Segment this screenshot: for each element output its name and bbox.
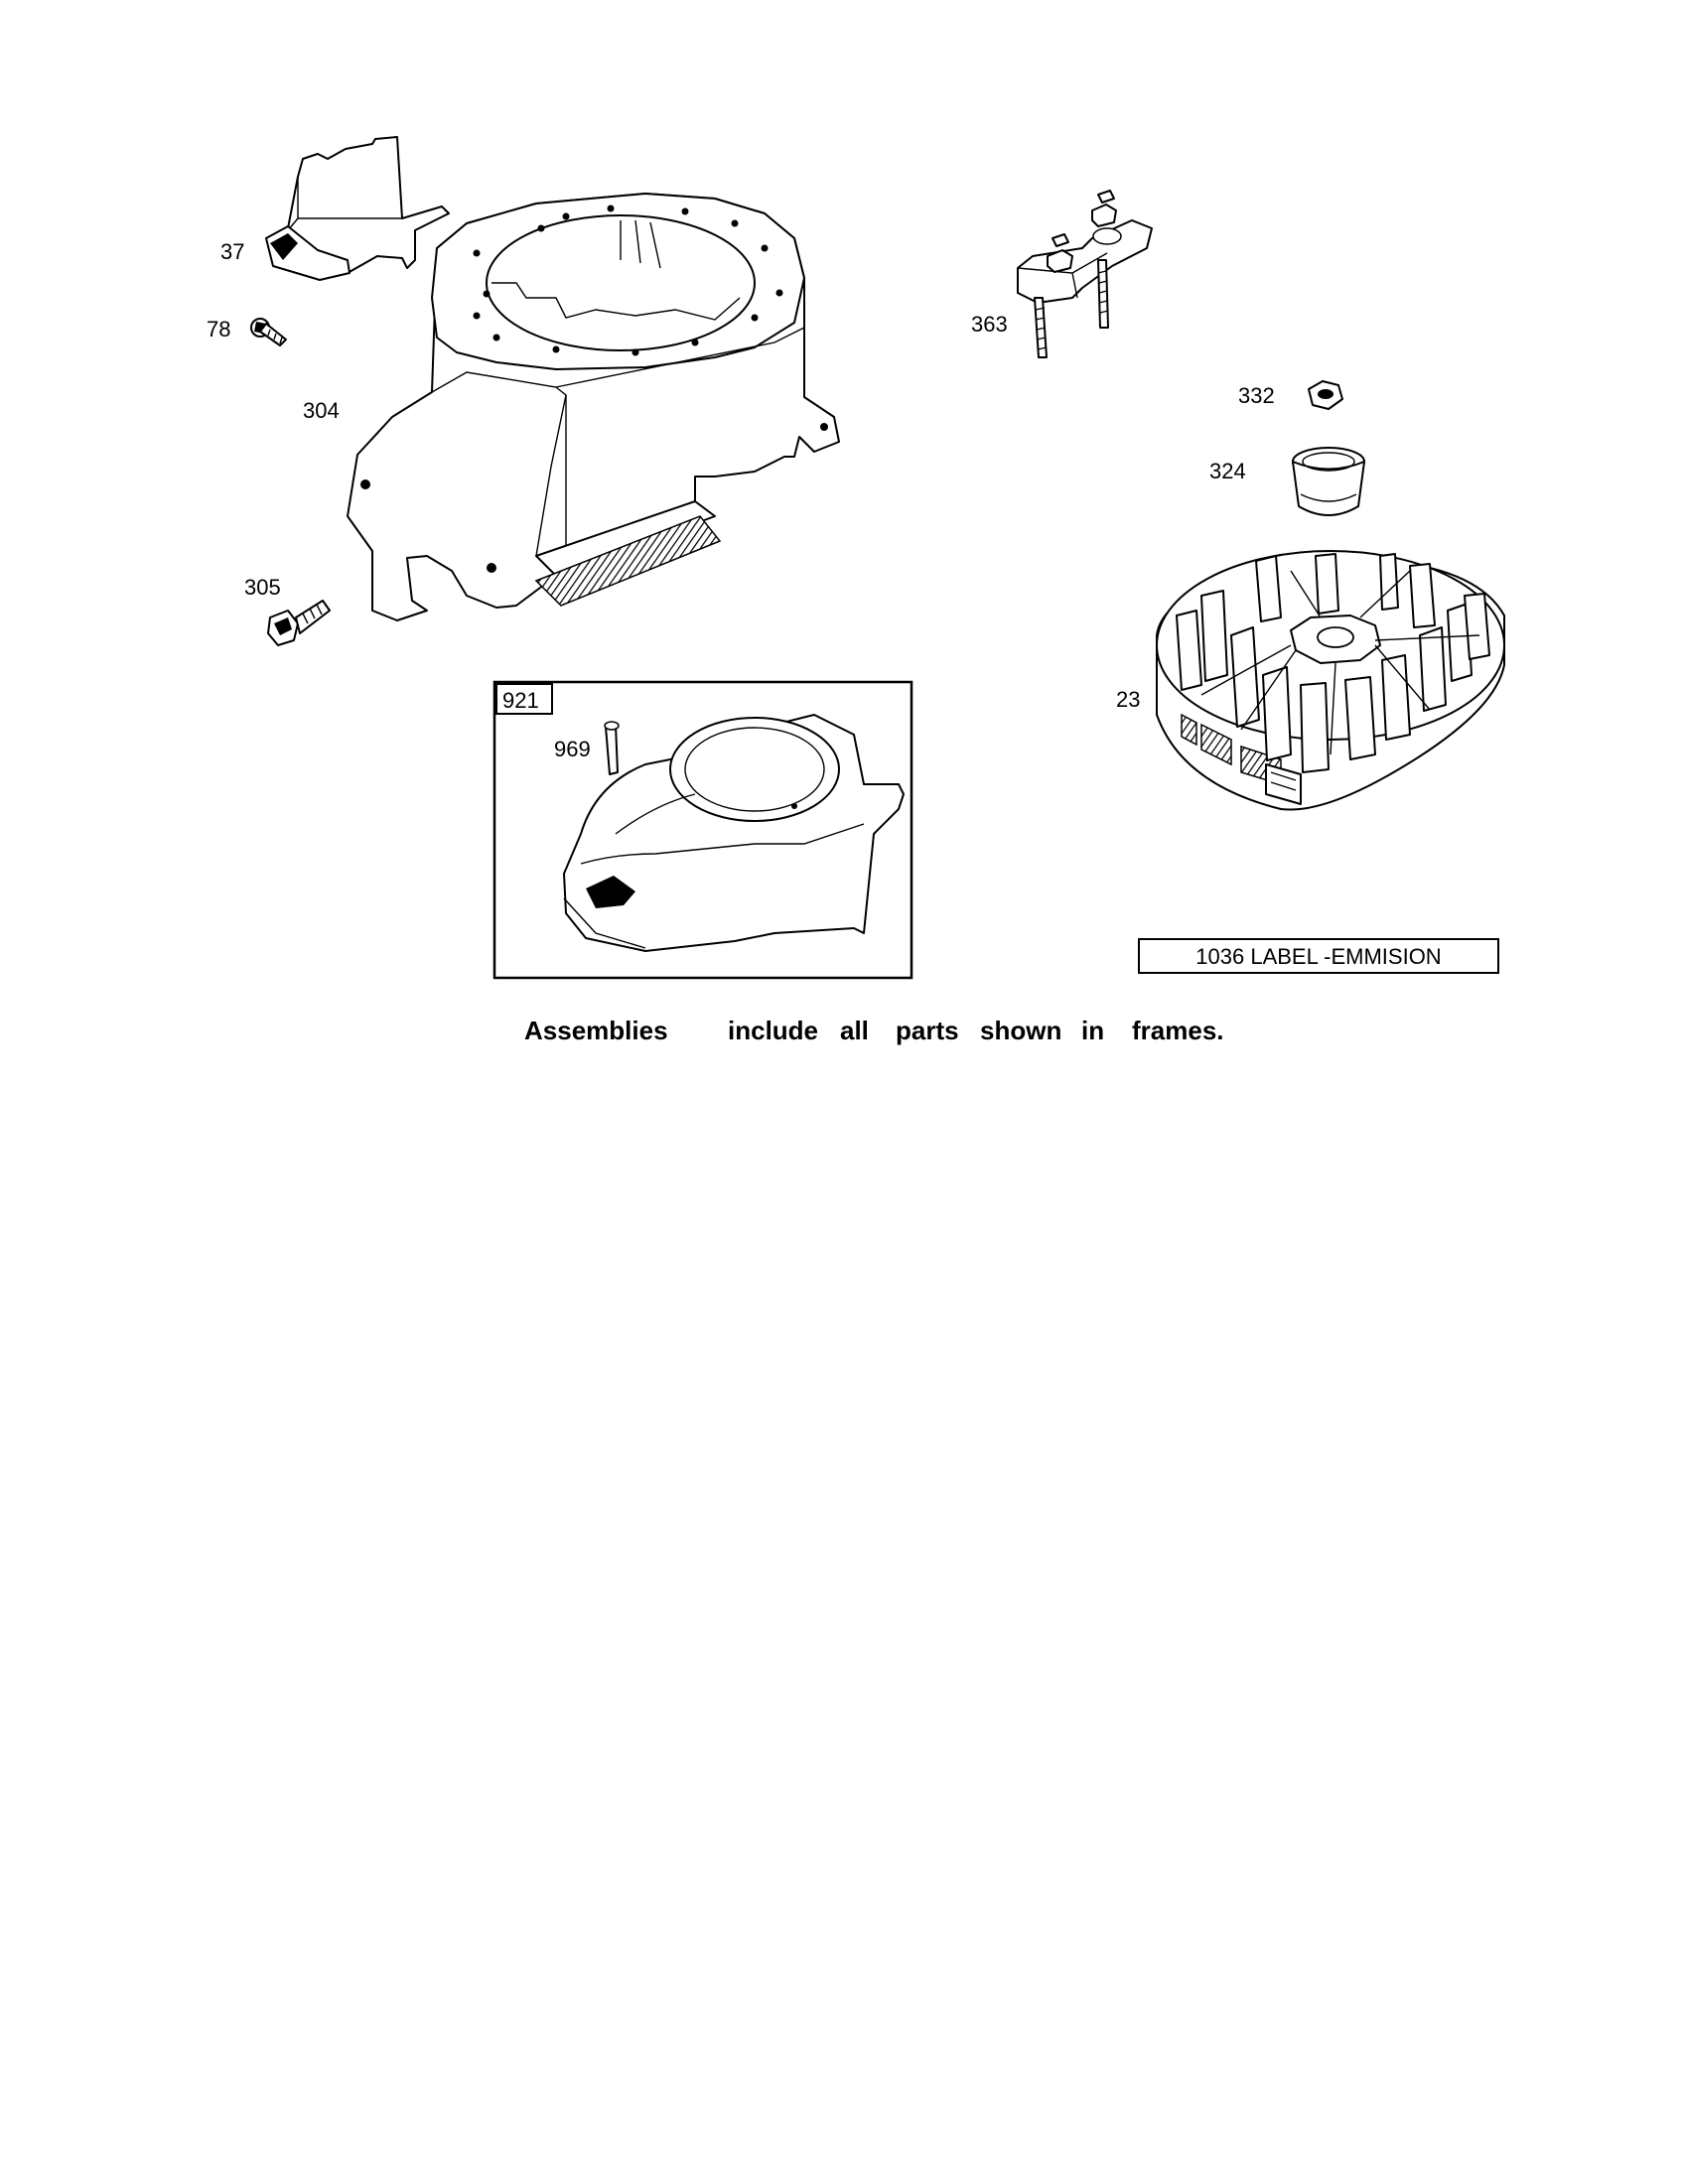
label-37: 37	[220, 239, 244, 264]
bolt-305	[267, 600, 331, 646]
label-921: 921	[502, 688, 539, 713]
label-332: 332	[1238, 383, 1275, 408]
caption-word-frames: frames.	[1132, 1016, 1224, 1045]
caption-word-assemblies: Assemblies	[524, 1016, 668, 1045]
emission-label-frame	[1138, 938, 1499, 974]
label-305: 305	[244, 575, 281, 600]
flywheel-23	[1156, 550, 1505, 811]
caption-word-shown: shown	[980, 1016, 1061, 1045]
label-78: 78	[207, 317, 230, 341]
label-324: 324	[1209, 459, 1246, 483]
label-23: 23	[1116, 687, 1140, 712]
bracket-363	[1017, 190, 1153, 358]
label-363: 363	[971, 312, 1008, 337]
caption-word-parts: parts	[896, 1016, 959, 1045]
starter-cup-324	[1292, 447, 1365, 516]
caption-word-in: in	[1081, 1016, 1104, 1045]
label-969: 969	[554, 737, 591, 761]
label-304: 304	[303, 398, 340, 423]
caption-word-include: include	[728, 1016, 818, 1045]
emission-label-text: 1036 LABEL -EMMISION	[1195, 944, 1441, 969]
blower-housing-304	[347, 193, 840, 621]
air-guide-37	[265, 136, 450, 281]
nut-332	[1308, 380, 1343, 410]
frame-921	[492, 680, 913, 980]
caption-word-all: all	[840, 1016, 869, 1045]
screw-78	[250, 318, 287, 346]
